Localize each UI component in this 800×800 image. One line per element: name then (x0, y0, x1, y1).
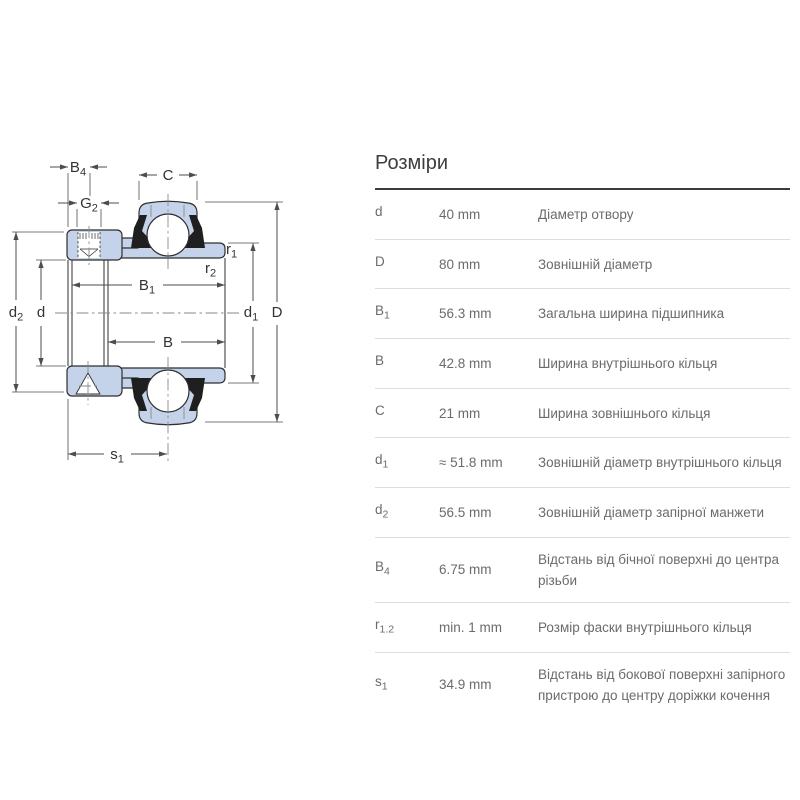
dimension-description: Ширина зовнішнього кільця (538, 405, 711, 421)
seal-bottom-right (185, 378, 205, 411)
dimension-symbol: B (375, 353, 385, 369)
dimension-value: 6.75 mm (439, 562, 492, 578)
label-d: d (37, 304, 45, 321)
table-row: d1 ≈ 51.8 mm Зовнішній діаметр внутрішнь… (375, 438, 790, 489)
dimension-symbol: s1 (375, 674, 388, 693)
table-row: d2 56.5 mm Зовнішній діаметр запірної ма… (375, 488, 790, 538)
label-r2: r2 (205, 260, 216, 280)
table-row: B4 6.75 mm Відстань від бічної поверхні … (375, 538, 790, 603)
dimensions-table: Розміри d 40 mm Діаметр отвору D 80 mm З… (375, 152, 790, 717)
dimension-symbol: D (375, 253, 385, 269)
dimension-description: Розмір фаски внутрішнього кільця (538, 619, 752, 635)
table-row: B1 56.3 mm Загальна ширина підшипника (375, 289, 790, 340)
dimension-value: 56.3 mm (439, 306, 492, 322)
seal-bottom-left (131, 378, 151, 411)
dimension-symbol: C (375, 402, 385, 418)
dimension-symbol: r1.2 (375, 616, 395, 636)
label-B1: B1 (139, 277, 155, 297)
bearing-cross-section-drawing: B4 G2 C d2 d B1 B d1 (9, 159, 283, 466)
label-C: C (163, 167, 174, 184)
dimension-value: 34.9 mm (439, 677, 492, 692)
label-d2: d2 (9, 304, 23, 324)
dimension-description: Діаметр отвору (538, 206, 634, 222)
table-row: C 21 mm Ширина зовнішнього кільця (375, 389, 790, 439)
seal-top-left (131, 215, 151, 248)
dimension-value: 80 mm (439, 256, 481, 272)
label-r1: r1 (226, 241, 237, 261)
dimension-symbol: d2 (375, 502, 389, 521)
grub-screw (77, 232, 101, 258)
table-row: s1 34.9 mm Відстань від бокової поверхні… (375, 653, 790, 717)
dimension-description: Ширина внутрішнього кільця (538, 355, 718, 371)
table-title: Розміри (375, 152, 449, 174)
dimension-description: Загальна ширина підшипника (538, 306, 725, 322)
table-row: D 80 mm Зовнішній діаметр (375, 240, 790, 290)
dimension-value: 40 mm (439, 206, 481, 222)
label-s1: s1 (110, 446, 124, 466)
table-row: r1.2 min. 1 mm Розмір фаски внутрішнього… (375, 603, 790, 653)
label-B4: B4 (70, 159, 86, 179)
label-d1: d1 (244, 304, 258, 324)
dimension-description: Відстань від бокової поверхні запірного … (538, 666, 786, 703)
ball-top (146, 213, 190, 257)
dimension-description: Зовнішній діаметр внутрішнього кільця (538, 455, 782, 471)
dimension-description: Зовнішній діаметр запірної манжети (538, 504, 765, 520)
label-G2: G2 (80, 195, 98, 215)
dimension-value: min. 1 mm (439, 619, 503, 635)
dimension-description: Відстань від бічної поверхні до центра р… (538, 551, 779, 588)
dimension-symbol: d1 (375, 452, 389, 472)
dimension-value: ≈ 51.8 mm (439, 455, 503, 471)
dimensions-rows: d 40 mm Діаметр отвору D 80 mm Зовнішній… (375, 188, 790, 717)
dimension-value: 56.5 mm (439, 504, 492, 520)
dimension-symbol: B4 (375, 559, 390, 579)
table-row: d 40 mm Діаметр отвору (375, 190, 790, 240)
label-D: D (272, 304, 283, 321)
seal-top-right (185, 215, 205, 248)
dimension-value: 42.8 mm (439, 355, 492, 371)
dimension-description: Зовнішній діаметр (538, 256, 653, 272)
label-B: B (163, 334, 173, 351)
table-row: B 42.8 mm Ширина внутрішнього кільця (375, 339, 790, 389)
dimension-symbol: d (375, 204, 383, 219)
dimension-value: 21 mm (439, 405, 481, 421)
dimension-symbol: B1 (375, 303, 390, 323)
